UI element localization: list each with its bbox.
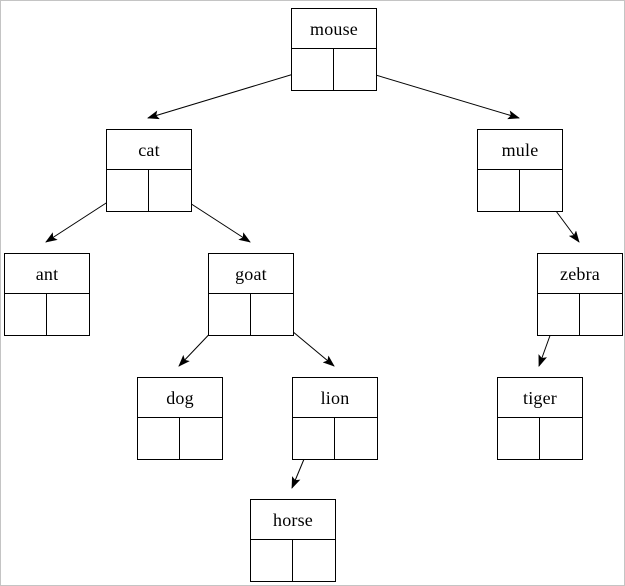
node-label: horse bbox=[251, 500, 335, 540]
tree-node-zebra: zebra bbox=[537, 253, 623, 336]
node-pointer-cells bbox=[251, 540, 335, 581]
node-pointer-cells bbox=[209, 294, 293, 335]
right-pointer-cell bbox=[520, 170, 562, 211]
tree-node-ant: ant bbox=[4, 253, 90, 336]
node-label: ant bbox=[5, 254, 89, 294]
right-pointer-cell bbox=[335, 418, 377, 459]
edge-arrow-mouse-left-to-cat bbox=[147, 68, 313, 120]
node-pointer-cells bbox=[138, 418, 222, 459]
left-pointer-cell bbox=[138, 418, 180, 459]
node-pointer-cells bbox=[5, 294, 89, 335]
right-pointer-cell bbox=[251, 294, 293, 335]
node-pointer-cells bbox=[293, 418, 377, 459]
left-pointer-cell bbox=[209, 294, 251, 335]
tree-node-dog: dog bbox=[137, 377, 223, 460]
right-pointer-cell bbox=[47, 294, 89, 335]
left-pointer-cell bbox=[107, 170, 149, 211]
node-pointer-cells bbox=[498, 418, 582, 459]
tree-node-horse: horse bbox=[250, 499, 336, 582]
node-pointer-cells bbox=[478, 170, 562, 211]
right-pointer-cell bbox=[580, 294, 622, 335]
left-pointer-cell bbox=[293, 418, 335, 459]
right-pointer-cell bbox=[540, 418, 582, 459]
right-pointer-cell bbox=[180, 418, 222, 459]
node-pointer-cells bbox=[107, 170, 191, 211]
left-pointer-cell bbox=[5, 294, 47, 335]
right-pointer-cell bbox=[293, 540, 335, 581]
node-label: tiger bbox=[498, 378, 582, 418]
left-pointer-cell bbox=[292, 49, 334, 90]
right-pointer-cell bbox=[334, 49, 376, 90]
tree-node-tiger: tiger bbox=[497, 377, 583, 460]
left-pointer-cell bbox=[538, 294, 580, 335]
tree-node-lion: lion bbox=[292, 377, 378, 460]
node-label: mouse bbox=[292, 9, 376, 49]
left-pointer-cell bbox=[478, 170, 520, 211]
node-label: zebra bbox=[538, 254, 622, 294]
node-label: goat bbox=[209, 254, 293, 294]
node-label: lion bbox=[293, 378, 377, 418]
left-pointer-cell bbox=[498, 418, 540, 459]
right-pointer-cell bbox=[149, 170, 191, 211]
edge-arrow-mouse-right-to-mule bbox=[353, 68, 520, 120]
node-pointer-cells bbox=[538, 294, 622, 335]
node-pointer-cells bbox=[292, 49, 376, 90]
tree-node-cat: cat bbox=[106, 129, 192, 212]
tree-node-mouse: mouse bbox=[291, 8, 377, 91]
tree-node-mule: mule bbox=[477, 129, 563, 212]
tree-node-goat: goat bbox=[208, 253, 294, 336]
node-label: mule bbox=[478, 130, 562, 170]
left-pointer-cell bbox=[251, 540, 293, 581]
node-label: cat bbox=[107, 130, 191, 170]
node-label: dog bbox=[138, 378, 222, 418]
